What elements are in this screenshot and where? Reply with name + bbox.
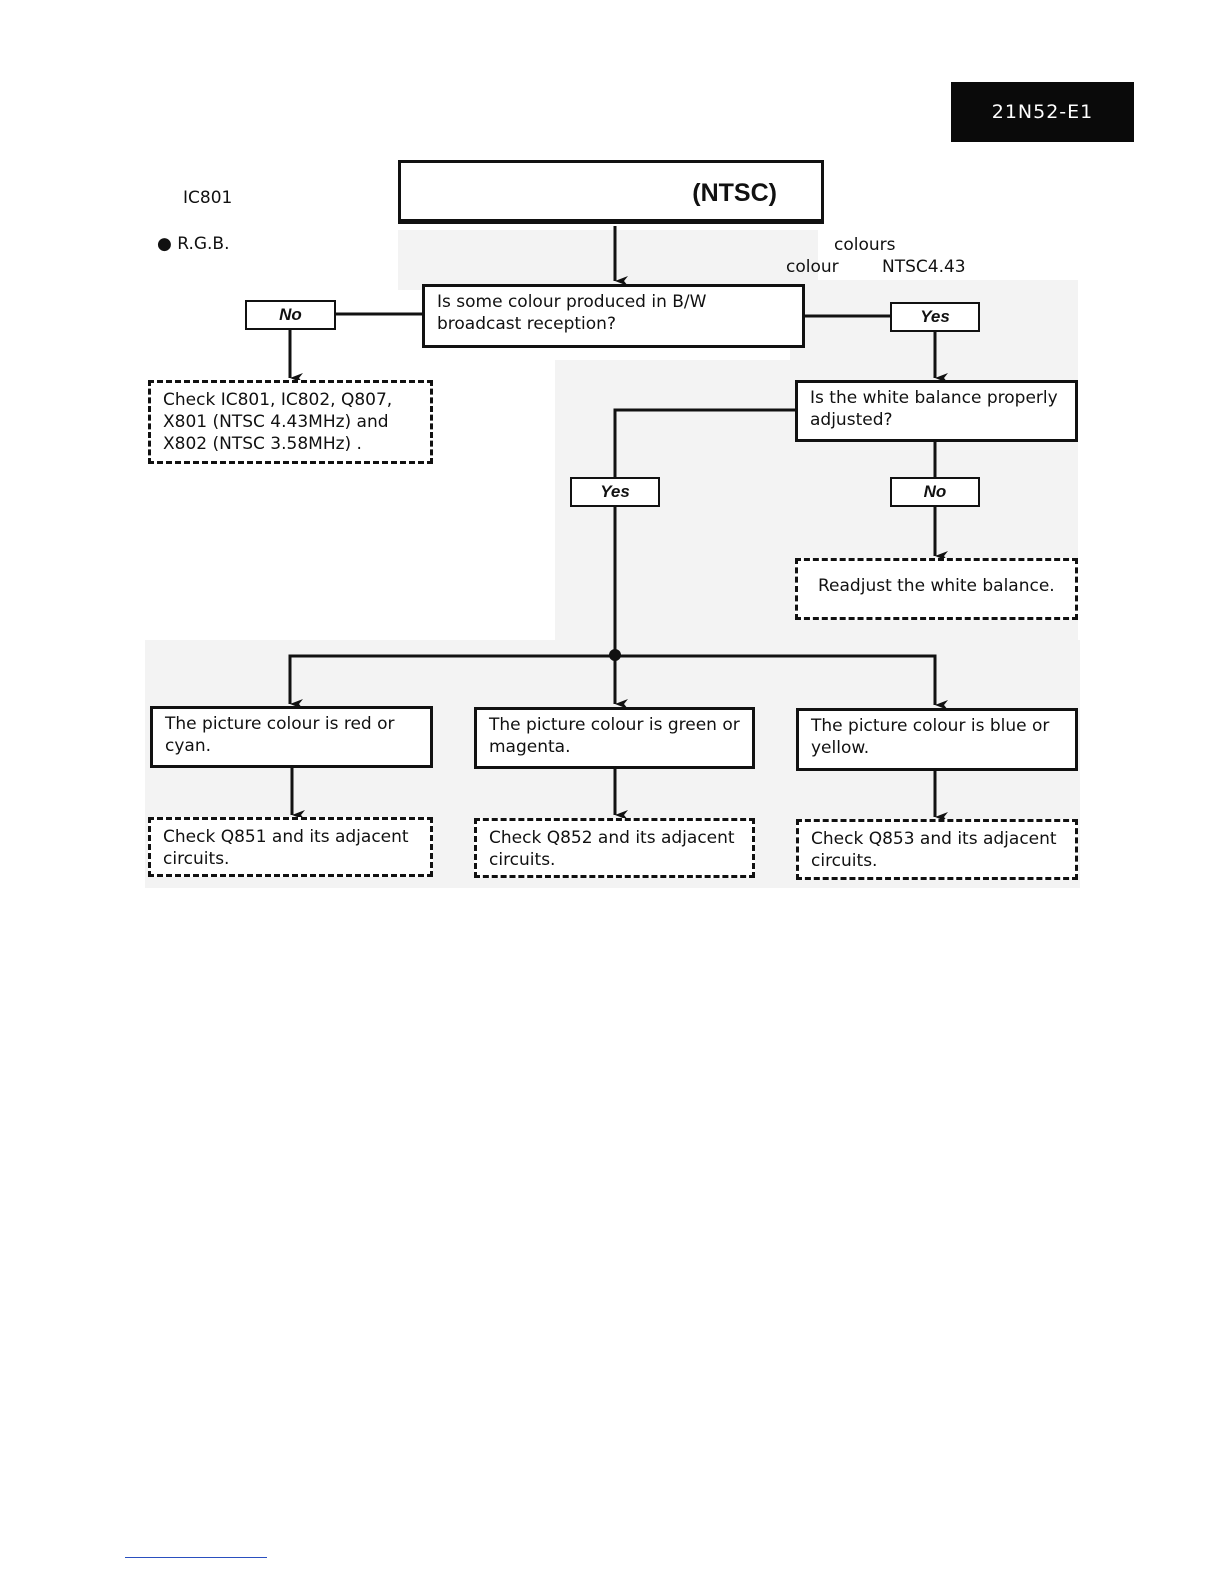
junction-dot xyxy=(609,649,621,661)
note-colour: colour xyxy=(786,257,839,277)
picture-blue-yellow-box: The picture colour is blue or yellow. xyxy=(796,708,1078,771)
diagram-background-upper xyxy=(398,230,818,290)
label-no-balanced: No xyxy=(890,477,980,507)
picture-green-magenta-box: The picture colour is green or magenta. xyxy=(474,707,755,769)
check-q851-box: Check Q851 and its adjacent circuits. xyxy=(148,817,433,877)
footer-rule xyxy=(125,1557,267,1558)
readjust-white-balance-box: Readjust the white balance. xyxy=(795,558,1078,620)
label-yes-bw: Yes xyxy=(890,302,980,332)
picture-red-cyan-box: The picture colour is red or cyan. xyxy=(150,706,433,768)
note-rgb: ● R.G.B. xyxy=(157,234,230,254)
question-bw-reception: Is some colour produced in B/W broadcast… xyxy=(422,284,805,348)
note-ic801: IC801 xyxy=(183,188,233,208)
note-colours: colours xyxy=(834,235,896,255)
label-yes-balanced: Yes xyxy=(570,477,660,507)
label-no-bw: No xyxy=(245,300,336,330)
page-title: (NTSC) xyxy=(692,179,777,207)
check-q853-box: Check Q853 and its adjacent circuits. xyxy=(796,819,1078,880)
check-ic801-box: Check IC801, IC802, Q807, X801 (NTSC 4.4… xyxy=(148,380,433,464)
check-q852-box: Check Q852 and its adjacent circuits. xyxy=(474,818,755,878)
title-box: (NTSC) xyxy=(398,160,824,224)
note-ntsc443: NTSC4.43 xyxy=(882,257,966,277)
question-white-balance: Is the white balance properly adjusted? xyxy=(795,380,1078,442)
page-code-badge: 21N52-E1 xyxy=(951,82,1134,142)
